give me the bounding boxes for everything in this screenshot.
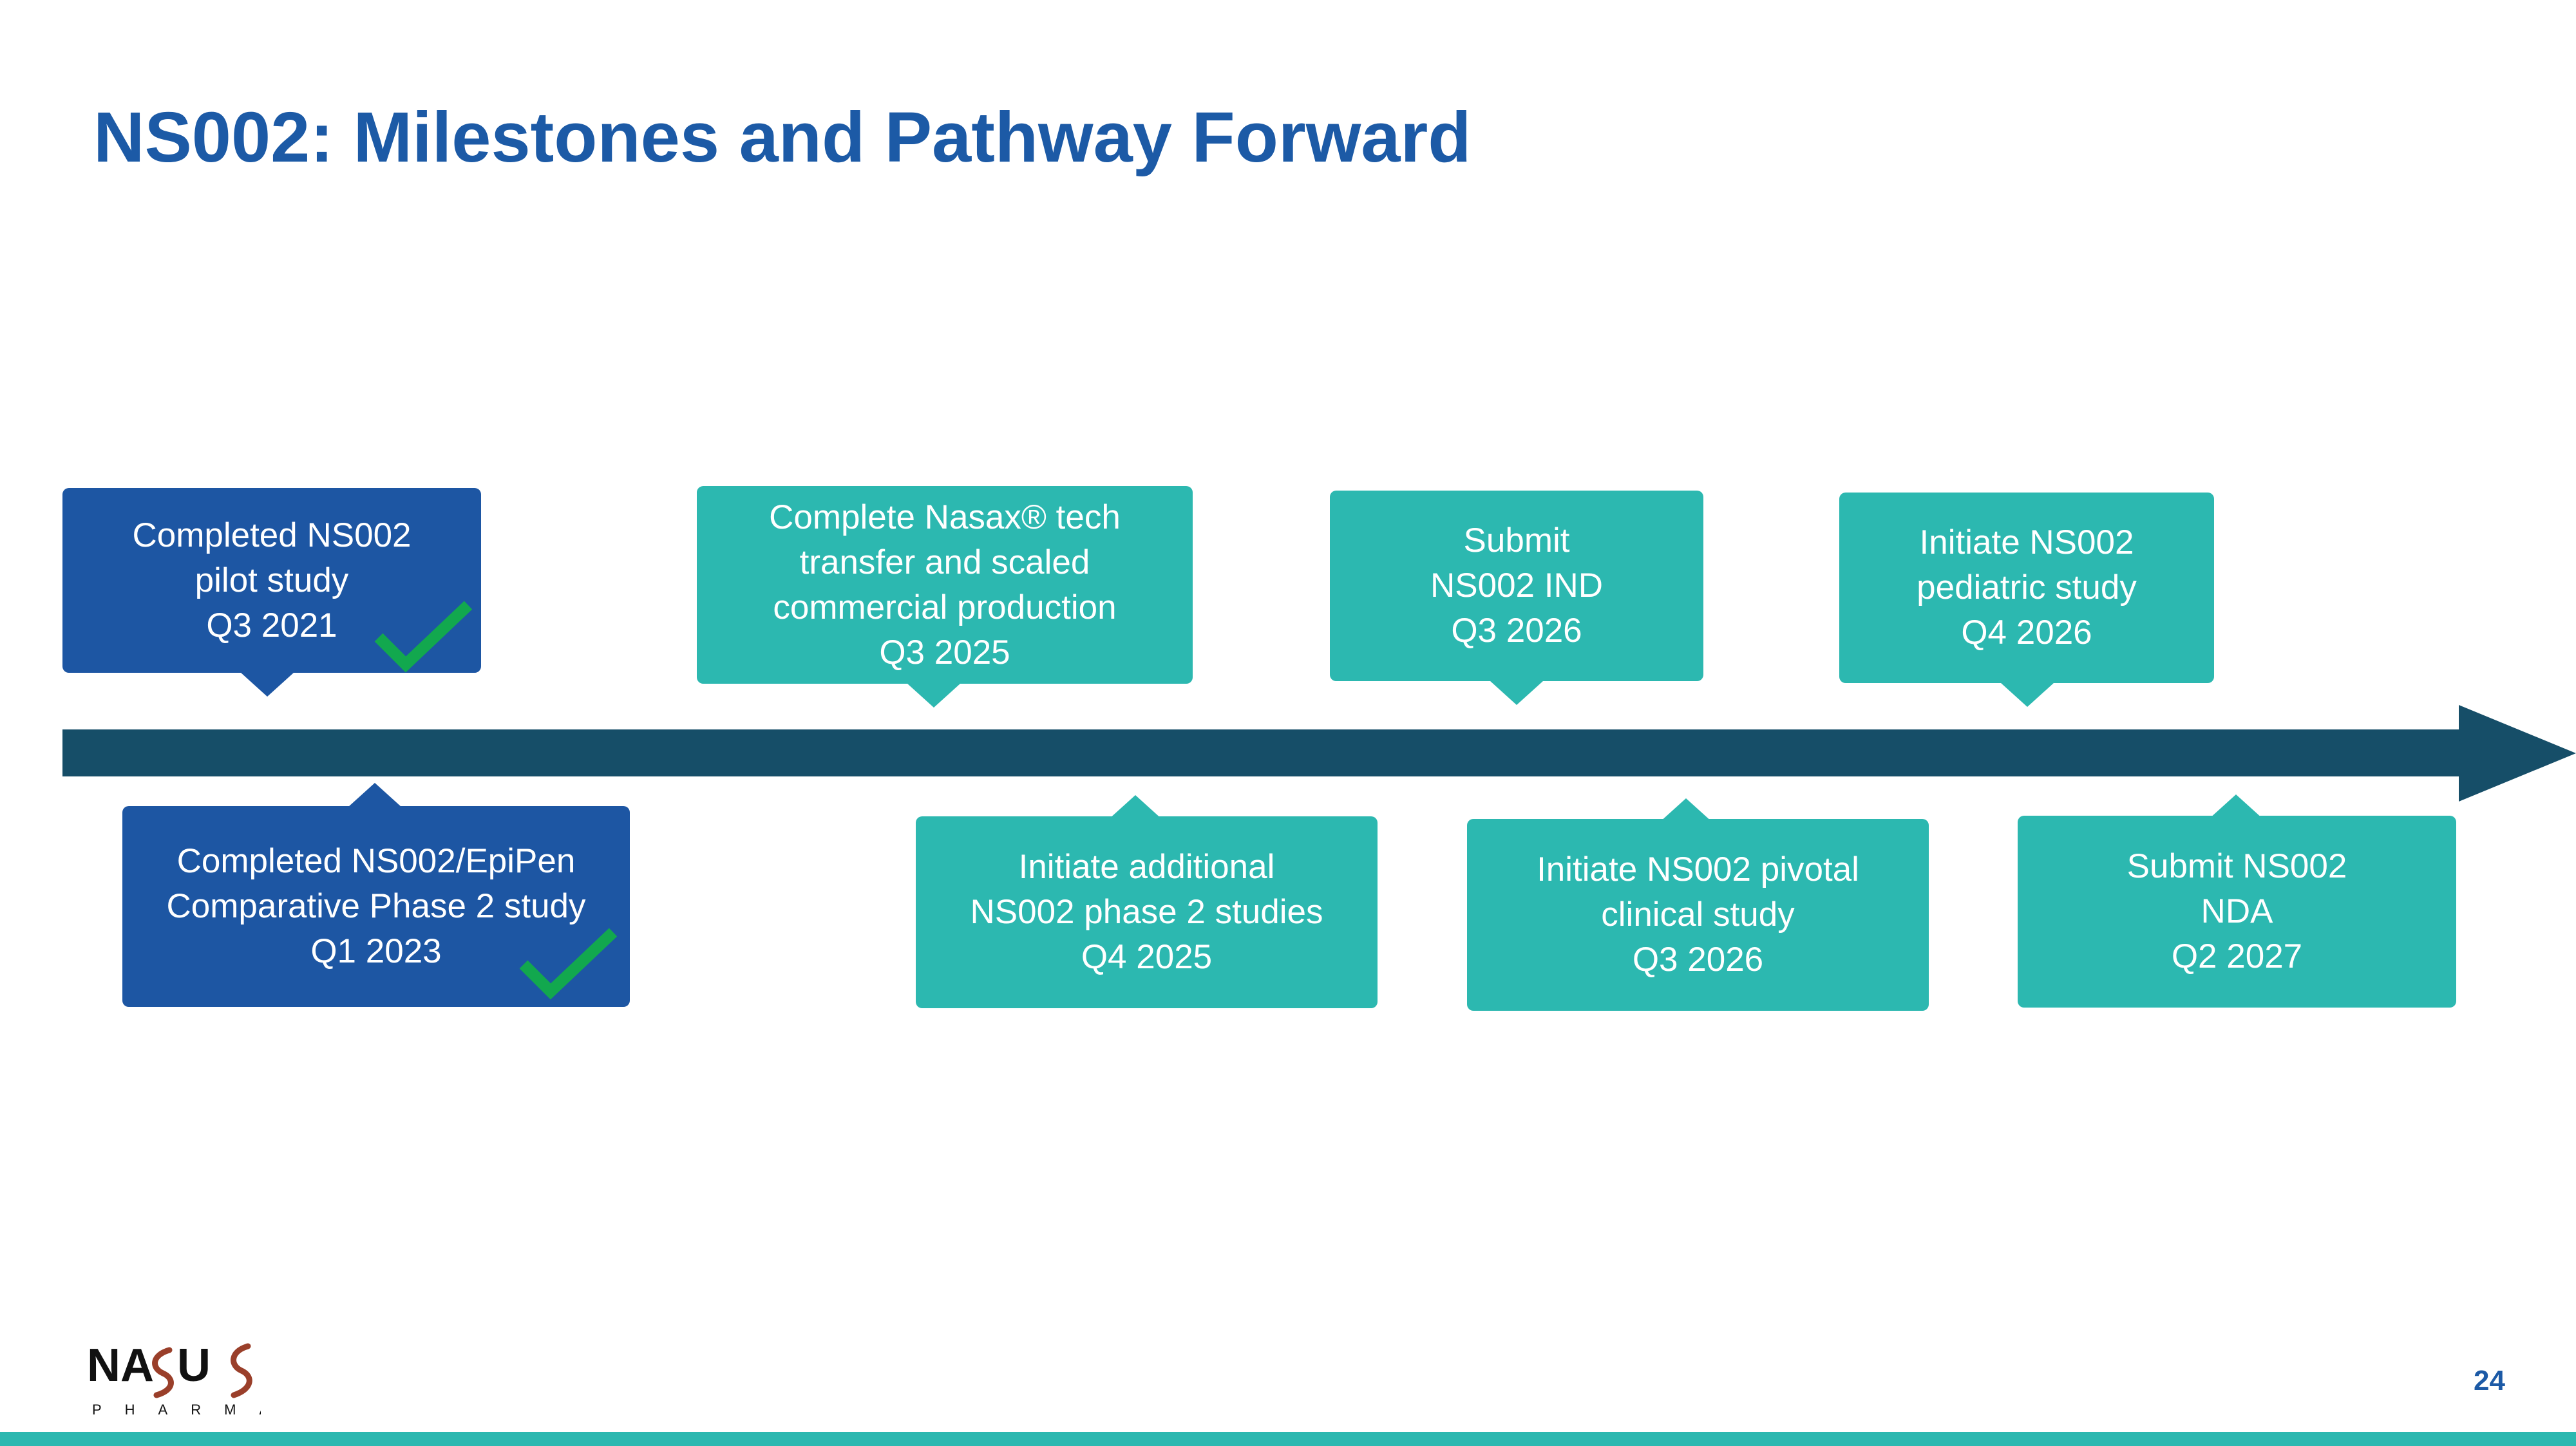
logo-helix-s [152, 1347, 174, 1398]
nasus-logo-icon: NA U PHARMA [87, 1340, 269, 1418]
slide-title: NS002: Milestones and Pathway Forward [93, 98, 1472, 177]
milestone-line: Submit NS002 [2126, 847, 2347, 885]
milestone-line: Q1 2023 [310, 932, 442, 970]
callout-pointer [907, 683, 961, 708]
logo-subtitle: PHARMA [92, 1402, 261, 1418]
checkmark-icon [374, 601, 473, 673]
callout-pointer [240, 672, 294, 697]
milestone-line: commercial production [773, 588, 1117, 626]
milestone-callout: Initiate additional NS002 phase 2 studie… [916, 816, 1378, 1008]
milestone-callout: Completed NS002 pilot study Q3 2021 [62, 488, 481, 673]
milestone-line: Q4 2025 [1081, 938, 1213, 976]
milestone-callout: Submit NS002 IND Q3 2026 [1330, 491, 1703, 681]
milestone-line: Q2 2027 [2171, 937, 2303, 975]
milestone-line: pediatric study [1917, 568, 2137, 606]
milestone-line: NDA [2201, 892, 2273, 930]
milestone-line: NS002 IND [1430, 567, 1604, 605]
milestone-callout: Completed NS002/EpiPen Comparative Phase… [122, 806, 630, 1007]
logo-wordmark: NA [87, 1340, 154, 1391]
milestone-line: transfer and scaled [799, 543, 1090, 581]
milestone-line: Q3 2025 [879, 633, 1010, 671]
footer-bar [0, 1432, 2576, 1446]
page-number: 24 [2474, 1365, 2505, 1396]
callout-pointer [2000, 682, 2054, 707]
svg-text:U: U [177, 1340, 211, 1391]
milestone-callout: Initiate NS002 pediatric study Q4 2026 [1839, 493, 2214, 683]
callout-pointer [2209, 794, 2263, 819]
milestone-line: Q3 2026 [1451, 612, 1582, 650]
milestone-line: pilot study [194, 561, 349, 599]
callout-pointer [1108, 795, 1162, 820]
milestone-line: Initiate additional [1018, 848, 1275, 886]
callout-pointer [1659, 798, 1713, 823]
callout-pointer [1490, 681, 1544, 705]
timeline-bar [62, 729, 2461, 776]
milestone-line: Initiate NS002 [1919, 523, 2134, 561]
milestone-line: Completed NS002 [132, 516, 412, 554]
milestone-line: Q4 2026 [1961, 614, 2092, 652]
milestone-callout: Complete Nasax® tech transfer and scaled… [697, 486, 1193, 684]
milestone-line: Completed NS002/EpiPen [176, 842, 576, 880]
milestone-line: Comparative Phase 2 study [166, 887, 586, 925]
checkmark-icon [519, 928, 618, 1000]
milestone-line: Submit [1463, 521, 1570, 559]
milestone-line: clinical study [1601, 896, 1795, 934]
milestone-callout: Initiate NS002 pivotal clinical study Q3… [1467, 819, 1929, 1011]
milestone-line: Q3 2026 [1632, 941, 1764, 979]
milestone-line: NS002 phase 2 studies [970, 893, 1323, 931]
milestone-line: Complete Nasax® tech [769, 498, 1121, 536]
milestone-line: Q3 2021 [206, 606, 337, 644]
timeline-arrowhead [2459, 705, 2576, 802]
company-logo: NA U PHARMA [87, 1336, 269, 1423]
callout-pointer [348, 783, 402, 807]
milestone-callout: Submit NS002 NDA Q2 2027 [2018, 816, 2456, 1008]
milestone-line: Initiate NS002 pivotal [1537, 850, 1859, 888]
